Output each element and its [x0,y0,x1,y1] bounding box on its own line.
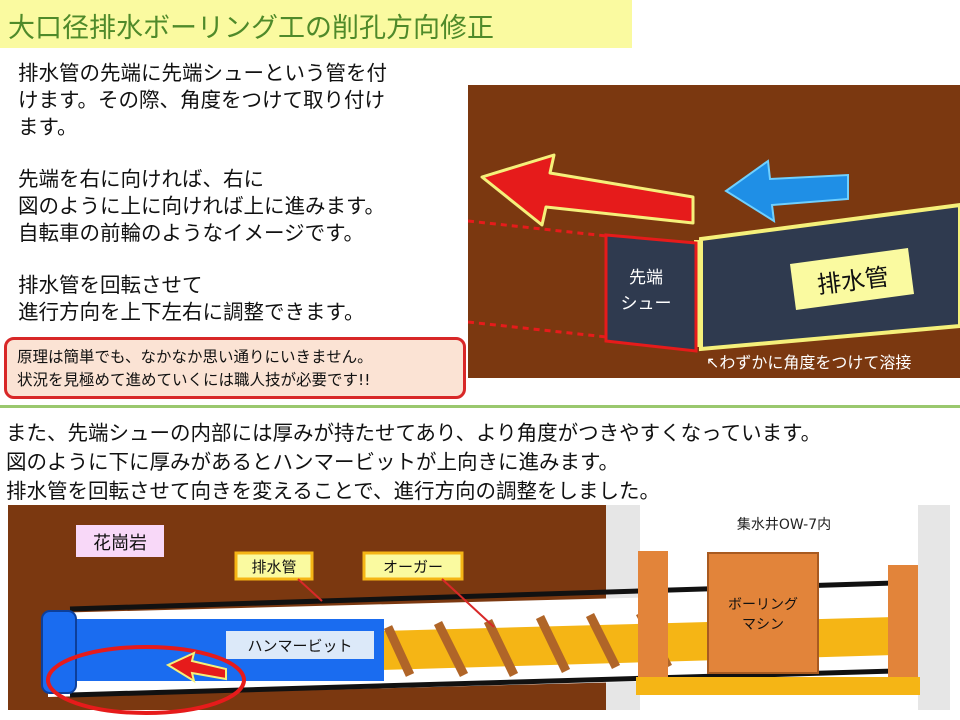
machine-frame-right [888,565,918,690]
description-line: また、先端シューの内部には厚みが持たせてあり、より角度がつきやすくなっています。 [6,421,822,445]
highlight-ellipse [46,645,246,715]
hammer-label: ハンマービット [247,637,352,655]
boring-section-diagram: ハンマービット ボーリング マシン 花崗岩 排水管 オーガー 集水井OW-7内 [8,505,950,715]
paragraph-line: 進行方向を上下左右に調整できます。 [18,300,365,324]
description-line: 排水管を回転させて向きを変えることで、進行方向の調整をしました。 [6,479,660,503]
boring-machine [707,552,819,674]
shoe-diagram: 排水管 先端 シュー ↖わずかに角度をつけて溶接 [468,85,960,378]
section-divider [0,405,960,408]
title-banner [0,0,632,48]
rock-label-box [76,525,164,557]
blue-arrow-icon [724,159,849,223]
shoe-label-line2: シュー [621,294,672,314]
note-line: 状況を見極めて進めていくには職人技が必要です!! [17,371,371,389]
red-arrow-icon [480,153,695,227]
paragraph-line: 排水管を回転させて [18,273,203,297]
pipe-leader-line [297,578,323,602]
pipe-label-2: 排水管 [251,558,296,576]
paragraph-line: 先端を右に向ければ、右に [18,167,264,191]
machine-frame-left [638,551,668,691]
paragraph-line: けます。その際、角度をつけて取り付け [18,88,385,112]
well-label: 集水井OW-7内 [737,516,831,533]
page-title: 大口径排水ボーリング工の削孔方向修正 [8,13,494,44]
small-red-arrow-icon [165,651,227,684]
pipe-label-box-2 [234,551,314,581]
guide-line-bottom [468,320,617,340]
auger-leader-line [441,578,495,628]
weld-note: ↖わずかに角度をつけて溶接 [706,353,911,372]
shoe-label-line1: 先端 [629,268,663,288]
guide-line-top [468,219,617,239]
paragraph-line: 排水管の先端に先端シューという管を付 [18,61,387,85]
hammer-label-box [226,631,374,659]
auger-label-box [362,551,464,581]
note-box: 原理は簡単でも、なかなか思い通りにいきません。 状況を見極めて進めていくには職人… [4,337,466,399]
paragraph-line: 図のように上に向ければ上に進みます。 [18,194,385,218]
note-line: 原理は簡単でも、なかなか思い通りにいきません。 [17,348,373,366]
description-line: 図のように下に厚みがあるとハンマービットが上向きに進みます。 [6,450,619,474]
machine-label-line1: ボーリング [728,597,798,613]
rock-label: 花崗岩 [93,533,147,554]
machine-label-line2: マシン [742,617,784,633]
pipe-label-box [790,248,914,310]
tip-shoe [604,233,698,353]
paragraph-line: ます。 [18,115,78,139]
auger-label: オーガー [383,558,443,576]
paragraph-line: 自転車の前輪のようなイメージです。 [18,221,365,245]
pipe-bottom-line [69,668,894,698]
machine-base [636,677,920,695]
